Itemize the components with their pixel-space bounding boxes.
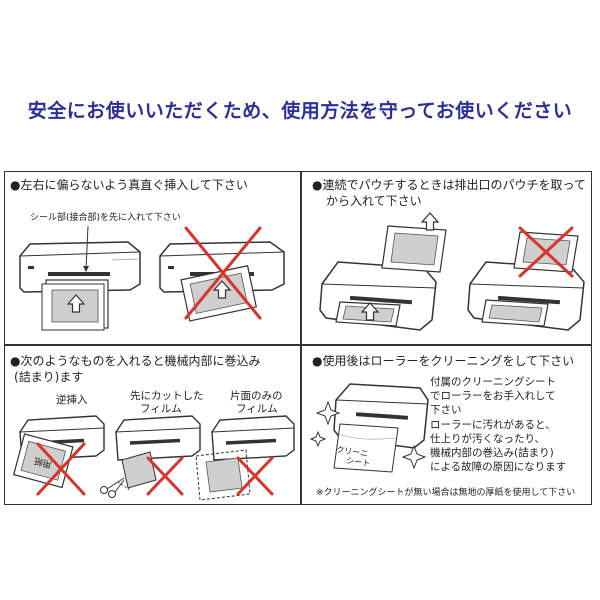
- panel-br-body-4: ローラーに汚れがあると、: [430, 419, 556, 431]
- laminator-icon: [115, 415, 201, 461]
- cross-mark-icon: [518, 226, 574, 278]
- vertical-divider: [300, 171, 302, 505]
- panel-tl-callout: シール部(接合部)を先に入れて下さい: [30, 213, 181, 223]
- cross-mark-icon: [36, 442, 86, 496]
- panel-bl-title-1: ●次のようなものを入れると機械内部に巻込み: [10, 354, 261, 368]
- arrow-up-icon: [421, 212, 439, 231]
- panel-tr-title-1: ●連続でパウチするときは排出口のパウチを取って: [312, 178, 586, 192]
- laminator-icon: [211, 415, 295, 461]
- scissors-icon: [100, 477, 125, 498]
- cross-mark-icon: [184, 226, 262, 320]
- panel-br-body-5: 仕上りが汚くなったり、: [430, 433, 546, 445]
- ejected-pouch: [381, 225, 447, 273]
- sheet-label-1: クリーニ: [336, 445, 369, 458]
- page-headline: 安全にお使いいただくため、使用方法を守ってお使いください: [27, 100, 573, 122]
- label-reverse-insert: 逆挿入: [56, 394, 88, 406]
- label-cut-film-1: 先にカットした: [130, 390, 204, 402]
- panel-br-body-7: による故障の原因になります: [430, 461, 567, 473]
- horizontal-divider: [4, 344, 592, 346]
- panel-br-body-3: 下さい: [430, 404, 462, 416]
- cross-mark-icon: [146, 456, 184, 496]
- label-single-film-1: 片面のみの: [230, 390, 283, 402]
- sparkle-icon: [309, 400, 427, 470]
- panel-tl-title: ●左右に偏らないよう真直ぐ挿入して下さい: [10, 178, 248, 192]
- panel-br-body-1: 付属のクリーニングシート: [430, 376, 556, 388]
- cross-mark-icon: [236, 456, 274, 496]
- cleaning-sheet: クリーニ シート: [333, 423, 399, 473]
- inserted-pouch: [481, 299, 549, 327]
- panel-tr-title-2: から入れて下さい: [326, 194, 422, 208]
- panel-br-note: ※クリーニングシートが無い場合は無地の厚紙を使用して下さい: [316, 488, 576, 498]
- label-single-film-2: フィルム: [236, 403, 278, 415]
- panel-br-body-2: でローラーをお手入れして: [430, 390, 556, 402]
- label-cut-film-2: フィルム: [140, 403, 182, 415]
- panel-bl-title-2: (詰まり)ます: [14, 370, 84, 384]
- panel-br-body-6: 機械内部の巻込み(詰まり): [430, 447, 554, 459]
- panel-br-title: ●使用後はローラーをクリーニングをして下さい: [312, 354, 575, 368]
- instruction-frame: [4, 171, 592, 505]
- sheet-label-2: シート: [346, 456, 371, 468]
